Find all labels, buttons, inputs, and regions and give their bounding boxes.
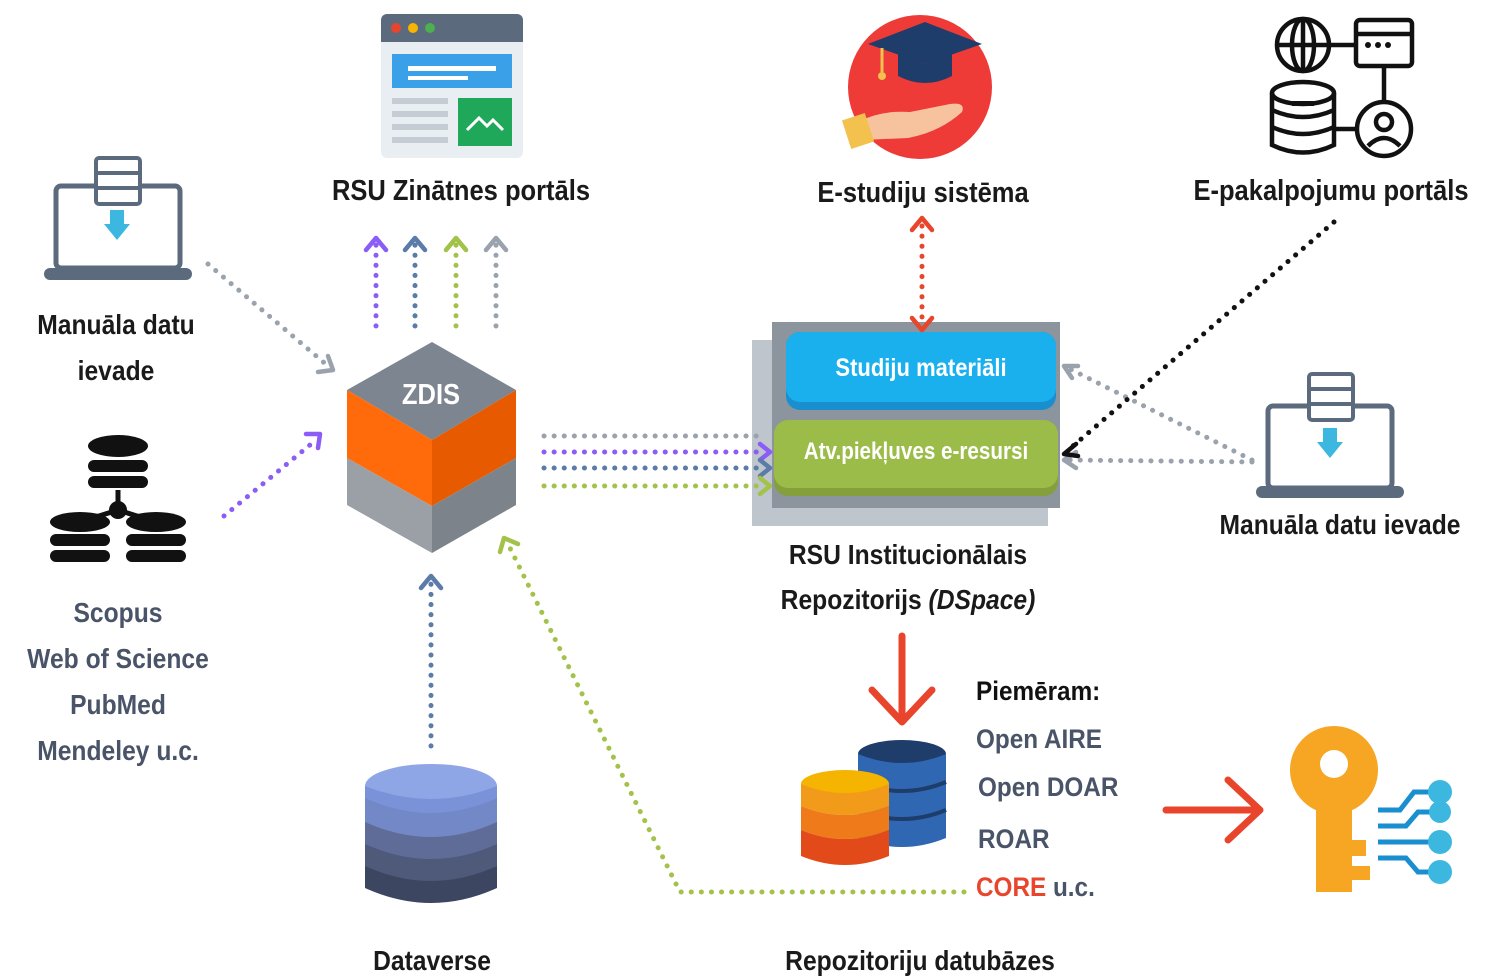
e-services-dots-icon <box>1292 42 1391 106</box>
arrow-manual-left-zdis <box>205 261 331 369</box>
external-sources-list: Scopus Web of Science PubMed Mendeley u.… <box>0 596 236 767</box>
repository-panel <box>752 322 1060 526</box>
manual-entry-left-line-2: ievade <box>77 355 155 387</box>
open-access-label: Atv.piekļuves e-resursi <box>803 438 1029 465</box>
open-access-key-icon <box>1290 726 1452 892</box>
example-opendoar: Open DOAR <box>978 772 1119 802</box>
manual-entry-right-label: Manuāla datu ievade <box>1219 509 1461 540</box>
arrowhead-repo-green <box>757 475 773 497</box>
arrowhead-portal-green <box>443 235 469 253</box>
example-roar: ROAR <box>978 824 1050 854</box>
repo-databases-label: Repozitoriju datubāzes <box>785 945 1055 976</box>
science-portal-icon <box>381 14 523 158</box>
e-services-network-icon <box>1269 16 1415 159</box>
core-name: CORE <box>976 872 1047 902</box>
zdis-label: ZDIS <box>401 379 461 411</box>
arrowhead-manual-left <box>315 353 336 375</box>
repository-title-line-2: Repozitorijs (DSpace) <box>750 583 1067 616</box>
arrowhead-estudies-down <box>909 315 935 333</box>
core-suffix: u.c. <box>1046 872 1095 902</box>
example-openaire: Open AIRE <box>976 724 1103 754</box>
dataverse-label: Dataverse <box>373 945 491 976</box>
study-materials-label: Studiju materiāli <box>835 354 1007 382</box>
arrowhead-manual-right-top <box>1061 363 1081 381</box>
external-databases-icon <box>50 435 186 562</box>
estudies-title: E-studiju sistēma <box>817 177 1029 209</box>
examples-heading: Piemēram: <box>976 676 1101 706</box>
arrow-repo-to-databases <box>868 632 936 726</box>
manual-entry-left-label: Manuāla datu ievade <box>4 308 228 387</box>
repository-title-line-1: RSU Institucionālais <box>788 539 1028 570</box>
repository-software: (DSpace) <box>928 584 1036 616</box>
zdis-cube <box>347 342 516 553</box>
science-portal-title: RSU Zinātnes portāls <box>331 175 591 207</box>
arrowhead-sources <box>303 431 323 451</box>
repository-title: RSU Institucionālais Repozitorijs (DSpac… <box>728 538 1088 616</box>
arrowhead-core <box>497 535 521 555</box>
source-scopus: Scopus <box>73 597 163 628</box>
arrowhead-portal-purple <box>363 235 389 253</box>
arrowhead-portal-gray <box>483 235 509 253</box>
arrow-eservices-repo <box>1063 219 1337 455</box>
repository-title-name: Repozitorijs <box>780 584 922 616</box>
arrow-sources-zdis <box>221 437 319 519</box>
arrow-core-zdis <box>505 541 967 895</box>
manual-entry-left-line-1: Manuāla datu <box>37 309 195 340</box>
arrowhead-eservices <box>1061 441 1081 459</box>
arrowhead-repo-blue <box>757 457 773 479</box>
source-web-of-science: Web of Science <box>27 643 209 675</box>
arrowhead-portal-blue <box>402 235 428 253</box>
arrow-manual-right-repo-top <box>1065 365 1255 463</box>
arrow-databases-to-key <box>1162 776 1264 844</box>
source-mendeley: Mendeley u.c. <box>37 735 199 767</box>
manual-entry-laptop-right <box>1256 372 1404 498</box>
arrowhead-estudies-up <box>909 215 935 233</box>
manual-entry-laptop-left <box>44 156 192 280</box>
example-core: CORE u.c. <box>976 872 1095 903</box>
source-pubmed: PubMed <box>70 689 166 721</box>
eservices-title: E-pakalpojumu portāls <box>1193 175 1469 207</box>
arrowhead-repo-purple <box>757 441 773 463</box>
dataverse-database-icon <box>365 764 497 903</box>
arrowhead-dataverse <box>418 573 444 591</box>
repo-databases-icon <box>801 740 947 865</box>
graduation-hand-icon <box>841 15 992 159</box>
arrow-manual-right-repo-mid <box>1065 457 1255 465</box>
